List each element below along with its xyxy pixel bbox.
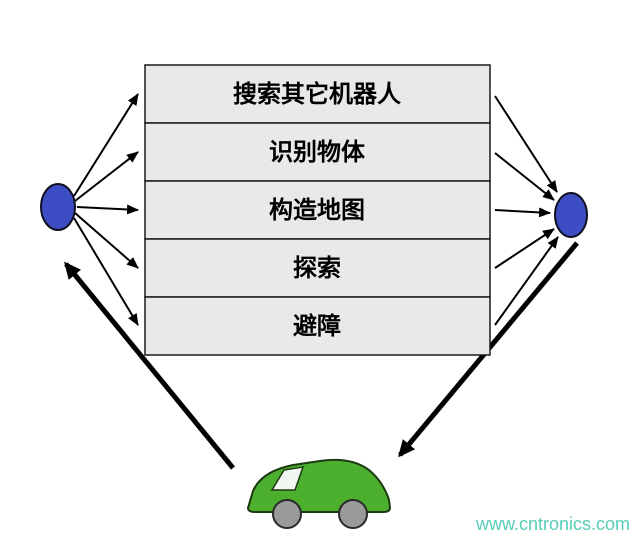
behavior-box-3 — [144, 180, 491, 240]
behavior-label-4: 探索 — [293, 255, 341, 282]
arrow-box-5-to-right — [494, 236, 559, 326]
behavior-label-3: 构造地图 — [269, 196, 365, 224]
behavior-box-5 — [144, 296, 491, 356]
car-wheel-rear — [338, 499, 368, 529]
car-windshield — [270, 466, 305, 491]
behavior-stack: 搜索其它机器人 识别物体 构造地图 探索 避障 — [144, 64, 491, 356]
arrow-robot-to-left-node — [64, 261, 235, 470]
arrow-left-to-box-4 — [74, 212, 139, 269]
arrow-left-to-box-2 — [74, 151, 139, 202]
behavior-box-1 — [144, 64, 491, 124]
arrow-left-to-box-3 — [76, 204, 139, 215]
behavior-label-5: 避障 — [293, 312, 341, 340]
arrows-right-fan — [494, 95, 559, 326]
behavior-box-4 — [144, 238, 491, 298]
arrow-left-to-box-1 — [73, 93, 139, 197]
arrow-left-to-box-5 — [73, 217, 139, 326]
arrows-left-fan — [73, 93, 139, 326]
arrow-box-3-to-right — [494, 207, 551, 218]
behavior-label-2: 识别物体 — [269, 139, 366, 166]
robot-car — [246, 458, 392, 529]
watermark: www.cntronics.com — [475, 514, 630, 534]
arrow-box-1-to-right — [494, 95, 558, 193]
left-node-ellipse — [40, 183, 76, 231]
car-body — [246, 458, 392, 513]
right-node-ellipse — [554, 192, 588, 238]
behavior-label-1: 搜索其它机器人 — [233, 80, 401, 108]
arrow-box-4-to-right — [494, 228, 555, 269]
arrow-box-2-to-right — [494, 152, 555, 201]
car-wheel-front — [272, 499, 302, 529]
